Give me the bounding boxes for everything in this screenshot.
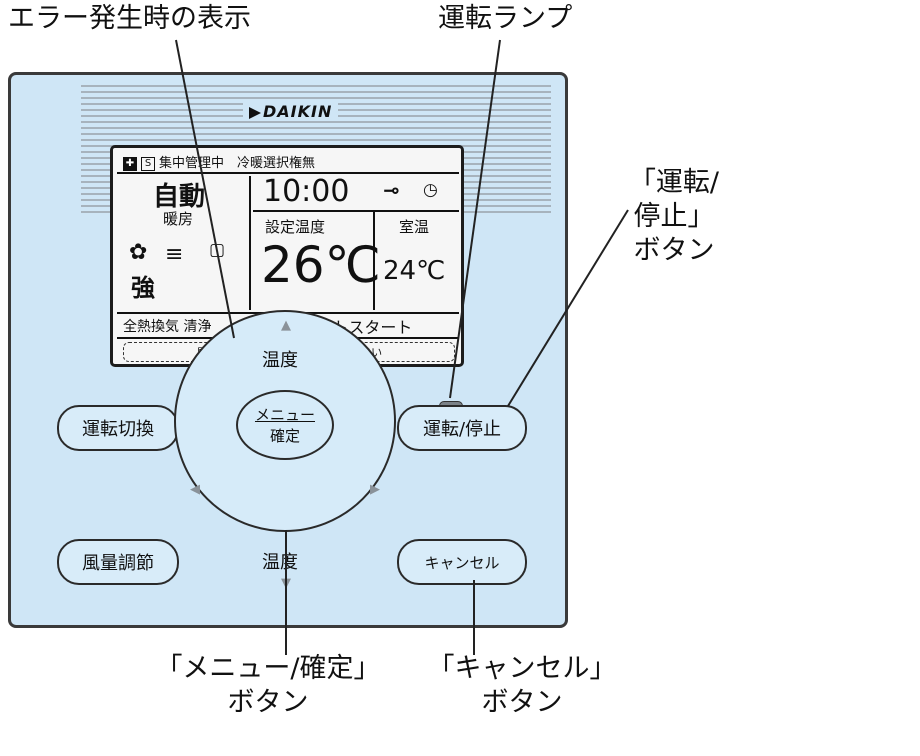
callout-onoff-button: 「運転/ 停止」 ボタン	[594, 166, 754, 268]
louver-icon: ▢	[209, 240, 226, 260]
lcd-mode-sub: 暖房	[163, 210, 194, 228]
callout-error-display: エラー発生時の表示	[8, 3, 251, 34]
airflow-direction-icon: ≡	[165, 242, 184, 267]
key-icon: ⊸	[383, 178, 400, 202]
right-arrow-icon[interactable]: ▶	[370, 482, 380, 497]
temp-down-button[interactable]: 温度	[262, 552, 298, 573]
daikin-logo-icon	[249, 106, 261, 119]
callout-cancel-line1: 「キャンセル」	[427, 653, 617, 684]
brand-name: DAIKIN	[263, 102, 333, 121]
callout-onoff-line3: ボタン	[633, 235, 715, 266]
callout-onoff-line1: 「運転/	[628, 167, 720, 198]
callout-menu-line2: ボタン	[227, 687, 309, 718]
lcd-time: 10:00	[263, 174, 350, 209]
menu-label: メニュー	[254, 406, 315, 424]
schedule-s-icon: S	[141, 156, 155, 171]
callout-operation-lamp: 運転ランプ	[438, 3, 573, 34]
lcd-status-text: 集中管理中 冷暖選択権無	[159, 156, 316, 171]
left-arrow-icon[interactable]: ◀	[190, 482, 200, 497]
lcd-ventilation: 全熱換気 清浄	[123, 319, 212, 335]
confirm-label: 確定	[269, 427, 300, 445]
central-control-icon: ✚	[123, 156, 137, 171]
lcd-room-label: 室温	[399, 218, 430, 236]
lcd-status-bar: ✚ S 集中管理中 冷暖選択権無	[123, 152, 315, 171]
callout-menu-button: 「メニュー/確定」 ボタン	[138, 652, 398, 720]
brand-logo: DAIKIN	[243, 102, 339, 121]
callout-cancel-button: 「キャンセル」 ボタン	[412, 652, 632, 720]
on-off-button[interactable]: 運転/停止	[397, 405, 527, 451]
lcd-setpoint-label: 設定温度	[265, 218, 326, 236]
mode-switch-button[interactable]: 運転切換	[57, 405, 179, 451]
cancel-button[interactable]: キャンセル	[397, 539, 527, 585]
callout-menu-line1: 「メニュー/確定」	[155, 653, 381, 684]
fan-icon: ✿	[129, 240, 148, 265]
lcd-setpoint-temp: 26℃	[261, 236, 381, 294]
down-arrow-icon[interactable]: ▼	[281, 576, 291, 591]
lcd-room-temp: 24℃	[383, 256, 446, 286]
clock-icon: ◷	[423, 180, 438, 200]
fan-speed-button[interactable]: 風量調節	[57, 539, 179, 585]
lcd-divider-time	[253, 210, 459, 212]
temp-up-button[interactable]: 温度	[262, 350, 298, 371]
lcd-divider-top	[117, 172, 459, 174]
callout-cancel-line2: ボタン	[481, 687, 563, 718]
callout-onoff-line2: 停止」	[633, 201, 715, 232]
menu-confirm-button[interactable]: メニュー 確定	[236, 390, 334, 460]
lcd-divider-temps	[373, 212, 375, 310]
up-arrow-icon[interactable]: ▲	[281, 318, 291, 333]
lcd-divider-vertical	[249, 176, 251, 310]
lcd-fan-speed: 強	[131, 274, 155, 302]
